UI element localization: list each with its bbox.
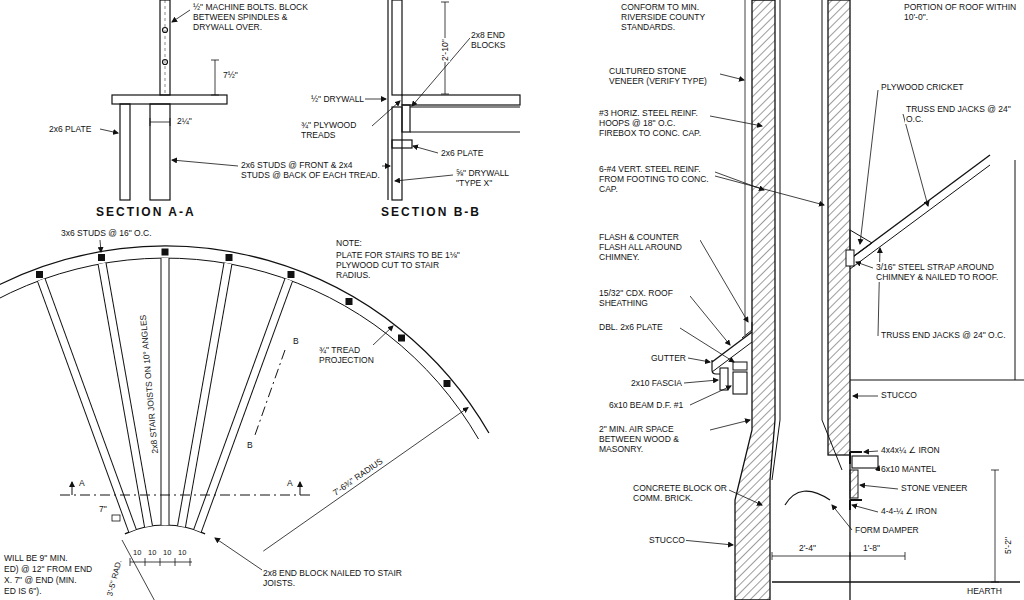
callout-label: FLASH & COUNTER FLASH ALL AROUND CHIMNEY… (598, 232, 700, 263)
callout-label: HEARTH (966, 586, 1003, 596)
stair-plan (0, 246, 489, 600)
callout-label: ¾" TREAD PROJECTION (318, 345, 382, 365)
callout-label: 3/16" STEEL STRAP AROUND CHIMNEY & NAILE… (875, 262, 1007, 282)
callout-label: 15/32" CDX. ROOF SHEATHING (598, 288, 690, 308)
callout-label: STUCCO (648, 535, 686, 545)
callout-label: 2x6 STUDS @ FRONT & 2x4 STUDS @ BACK OF … (240, 160, 382, 180)
callout-label: 10 (162, 548, 172, 557)
callout-label: 2x6 PLATE (48, 124, 92, 134)
callout-label: 2x8 END BLOCKS (470, 30, 527, 50)
callout-label: 6-#4 VERT. STEEL REINF. FROM FOOTING TO … (598, 164, 715, 195)
callout-label: PORTION OF ROOF WITHIN 10'-0". (903, 2, 1020, 22)
callout-label: ½" MACHINE BOLTS. BLOCK BETWEEN SPINDLES… (192, 2, 319, 33)
callout-label: 1'-8" (862, 543, 881, 553)
callout-label: 2" MIN. AIR SPACE BETWEEN WOOD & MASONRY… (598, 424, 710, 455)
callout-label: CULTURED STONE VENEER (VERIFY TYPE) (608, 66, 720, 86)
section-title: SECTION B-B (380, 205, 482, 219)
callout-label: 2x10 FASCIA (630, 378, 683, 388)
callout-label: 7'-6¾" RADIUS (330, 455, 385, 498)
callout-label: TRUSS END JACKS @ 24" O.C. (905, 104, 1017, 124)
chimney-leaders (680, 74, 928, 545)
callout-label: ¾" PLYWOOD TREADS (300, 120, 372, 140)
callout-label: ED IS 6"). (3, 586, 43, 596)
callout-label: PLYWOOD CRICKET (880, 82, 965, 92)
callout-label: WILL BE 9" MIN. (3, 553, 69, 563)
callout-label: A (286, 478, 294, 488)
callout-label: DBL. 2x6 PLATE (598, 322, 680, 332)
callout-label: 7½" (222, 70, 239, 80)
callout-label: 10 (132, 548, 142, 557)
callout-label: NOTE: (335, 238, 363, 248)
callout-label: 3x6 STUDS @ 16" O.C. (60, 228, 153, 238)
callout-label: 2x8 END BLOCK NAILED TO STAIR JOISTS. (262, 568, 414, 588)
callout-label: 5'-2" (1003, 536, 1013, 555)
callout-label: #3 HORIZ. STEEL REINF. HOOPS @ 18" O.C. … (598, 108, 710, 139)
callout-label: 2x6 PLATE (440, 148, 484, 158)
callout-label: B (246, 440, 254, 450)
leader-lines (100, 10, 470, 572)
callout-label: ED) @ 12" FROM END (3, 564, 93, 574)
callout-label: STONE VENEER (900, 483, 968, 493)
callout-label: A (78, 478, 86, 488)
callout-label: TRUSS END JACKS @ 24" O.C. (880, 330, 1012, 340)
callout-label: CONCRETE BLOCK OR COMM. BRICK. (632, 483, 729, 503)
callout-label: 4x4x¼ ∠ IRON (880, 445, 941, 455)
callout-label: X. 7" @ END (MIN. (3, 575, 78, 585)
callout-label: 10 (177, 548, 187, 557)
callout-label: 2'-4" (798, 543, 817, 553)
callout-label: 6x10 BEAM D.F. #1 (608, 400, 684, 410)
chimney-section (712, 0, 1024, 600)
callout-label: CONFORM TO MIN. RIVERSIDE COUNTY STANDAR… (620, 2, 742, 33)
callout-label: 2'-10" (440, 38, 450, 62)
callout-label: ½" DRYWALL (310, 94, 365, 104)
callout-label: 7" (98, 504, 108, 514)
callout-label: FORM DAMPER (854, 525, 920, 535)
callout-label: 6x10 MANTEL (880, 464, 937, 474)
callout-label: GUTTER (650, 353, 687, 363)
callout-label: 2x8 STAIR JOISTS ON 10° ANGLES (138, 313, 160, 455)
section-title: SECTION A-A (95, 205, 197, 219)
callout-label: 3'-5" RAD. (105, 558, 124, 598)
callout-label: B (292, 336, 300, 346)
callout-label: 2¼" (176, 116, 193, 126)
callout-label: 4-4-¼ ∠ IRON (880, 506, 938, 516)
callout-label: ⅝" DRYWALL "TYPE X" (455, 168, 522, 188)
callout-label: STUCCO (880, 390, 918, 400)
callout-label: PLATE FOR STAIRS TO BE 1⅛" PLYWOOD CUT T… (335, 250, 472, 281)
callout-label: 10 (147, 548, 157, 557)
